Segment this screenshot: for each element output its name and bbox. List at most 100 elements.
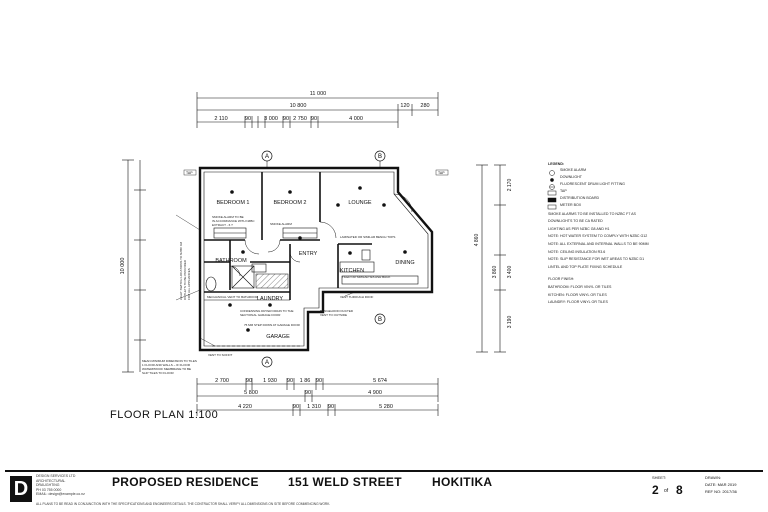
sheet-of: of [664,488,669,494]
legend-note: NOTE: CEILING INSULATION R3.6 [548,249,606,254]
room-label-bathroom: BATHROOM [215,258,247,264]
svg-text:VENT TO OUTSIDE: VENT TO OUTSIDE [320,313,347,317]
legend-note: NOTE: ALL EXTERNAL AND INTERNAL WALLS TO… [548,241,649,246]
dim-top-row-0: 2 110 [214,116,227,122]
dim-bottom3-4: 5 280 [379,404,393,410]
dim-bottom3-0: 4 220 [238,404,252,410]
room-label-bedroom2: BEDROOM 2 [273,200,306,206]
tap-markers: TAP TAP [183,169,449,176]
svg-text:TILED OR SIMILAR SPLASH BACK: TILED OR SIMILAR SPLASH BACK [342,275,390,279]
dim-bottom2-1: 90 [305,390,311,396]
dim-right-1: 4 860 [474,234,480,247]
grid-marker-bottom-b [374,313,386,325]
room-label-dining: DINING [395,260,414,266]
legend: LEGEND: SMOKE ALARM DOWNLIGHT FLUORESCEN… [548,162,678,305]
dim-bottom3-2: 1 310 [307,404,321,410]
svg-text:VENT TO SOFFIT: VENT TO SOFFIT [208,353,233,357]
svg-text:CONDENSING DRYER DRAIN TO THE: CONDENSING DRYER DRAIN TO THE [240,309,293,313]
dim-bottom2-0: 5 800 [244,390,258,396]
dim-top-row-5: 90 [311,116,317,122]
dim-right-4: 3 190 [507,316,513,329]
drawn-label: DRAWN: [705,475,722,480]
room-label-kitchen: KITCHEN [340,268,364,274]
svg-text:SLIP TILES TO FLOOR: SLIP TILES TO FLOOR [142,371,174,375]
legend-note: DOWNLIGHTS TO BE CA RATED [548,219,603,224]
ref-label: REF NO: 2017/36 [705,489,737,494]
dim-bottom1-0: 2 700 [215,378,229,384]
dim-bottom1-1: 90 [246,378,252,384]
dim-bottom1-6: 5 6?4 [373,378,387,384]
legend-note: NOTE: HOT WATER SYSTEM TO COMPLY WITH NZ… [548,234,648,239]
legend-note: LAUNDRY: FLOOR VINYL OR TILES [548,300,608,305]
firm-logo: D [10,476,32,502]
plan-title: FLOOR PLAN 1:100 [110,409,219,421]
dim-bottom1-5: 90 [316,378,322,384]
dim-top-sub: 10 800 [290,103,307,109]
svg-text:1 FLOOR AND WALLS ~ IF FLOOR: 1 FLOOR AND WALLS ~ IF FLOOR [142,363,191,367]
left-dimensions [122,159,146,373]
door-swings [229,193,413,277]
dim-top-row-3: 90 [283,116,289,122]
light-fittings [228,186,407,332]
bathroom-fixtures [205,263,267,292]
grid-marker-top-a-label: A [265,154,269,160]
date-label: DATE: MAR 2019 [705,482,737,487]
svg-text:TAP: TAP [186,171,193,175]
laundry-hatch [255,273,289,289]
legend-note: BATHROOM: FLOOR VINYL OR TILES [548,284,612,289]
dim-right-3: 3 860 [492,266,498,279]
firm-details: DESIGN SERVICES LTD ARCHITECTURAL DRAUGH… [36,474,85,496]
dim-right-2: 3 400 [507,266,513,279]
room-label-garage: GARAGE [266,334,290,340]
grid-marker-top-b-label: B [378,154,382,160]
dim-top-row-2: 3 000 [264,116,278,122]
svg-text:LIGHT SWITCH LOCATIONS TO NZBC: LIGHT SWITCH LOCATIONS TO NZBC G8 [179,242,183,300]
svg-text:MEAN MINIMUM DIMENSION TO TILE: MEAN MINIMUM DIMENSION TO TILES [142,359,197,363]
svg-text:TAP: TAP [438,171,445,175]
legend-item: DOWNLIGHT [560,174,582,179]
dim-bottom3-3: 90 [328,404,334,410]
dim-bottom1-3: 90 [287,378,293,384]
svg-text:WATERPROOF MEMBRANE TO BE: WATERPROOF MEMBRANE TO BE [142,367,191,371]
legend-note: FLOOR FINISH: [548,277,575,282]
svg-text:RANGEHOOD DUCTED: RANGEHOOD DUCTED [320,309,354,313]
svg-text:LAMINATED OR SIMILAR BENCH TOP: LAMINATED OR SIMILAR BENCH TOPS [340,235,395,239]
legend-note: KITCHEN: FLOOR VINYL OR TILES [548,292,607,297]
legend-item: METER BOX [560,202,582,207]
dim-top-a: 120 [400,103,409,109]
grid-marker-bottom-a-label: A [265,360,269,366]
dim-right-0: 2 170 [507,179,513,192]
dim-top-row-6: 4 000 [349,116,363,122]
legend-note: NOTE: SLIP RESISTANCE FOR WET AREAS TO N… [548,257,645,262]
legend-note: SMOKE ALARMS TO BE INSTALLED TO NZBC F7 … [548,211,636,216]
svg-text:IN ACCORDANCE WITH NZBC: IN ACCORDANCE WITH NZBC [212,219,255,223]
sheet-total: 8 [676,483,683,497]
sheet-label: SHEET: [652,475,667,480]
dim-bottom1-4: 1 86 [300,378,311,384]
plan-notes: SMOKE ALARM TO BE IN ACCORDANCE WITH NZB… [142,215,395,375]
legend-item: TAP [560,188,567,193]
annotation-leaders [175,214,356,347]
legend-item: DISTRIBUTION BOARD [560,195,600,200]
project-address: 151 WELD STREET [288,475,402,489]
dim-top-overall: 11 000 [310,91,326,97]
title-block [5,470,763,508]
dim-top-row-4: 2 750 [293,116,307,122]
interior-walls [204,172,372,300]
svg-text:VENT THROUGH ROOF: VENT THROUGH ROOF [340,295,374,299]
garage-door [204,299,300,347]
legend-title: LEGEND: [548,162,565,166]
sheet-number: 2 [652,483,659,497]
legend-item: SMOKE ALARM [560,167,587,172]
dim-left-overall: 10 000 [120,258,126,275]
svg-text:FOR ALL APPLIANCES: FOR ALL APPLIANCES [187,268,191,300]
fineprint: ALL PLANS TO BE READ IN CONJUNCTION WITH… [36,502,331,506]
legend-note: LINTEL AND TOP PLATE FIXING SCHEDULE [548,264,623,269]
wardrobes [213,227,318,239]
exterior-walls [198,166,434,352]
legend-symbols [547,170,557,210]
dim-bottom3-1: 90 [293,404,299,410]
room-label-laundry: LAUNDRY [257,296,284,302]
dim-bottom1-2: 1 930 [263,378,277,384]
